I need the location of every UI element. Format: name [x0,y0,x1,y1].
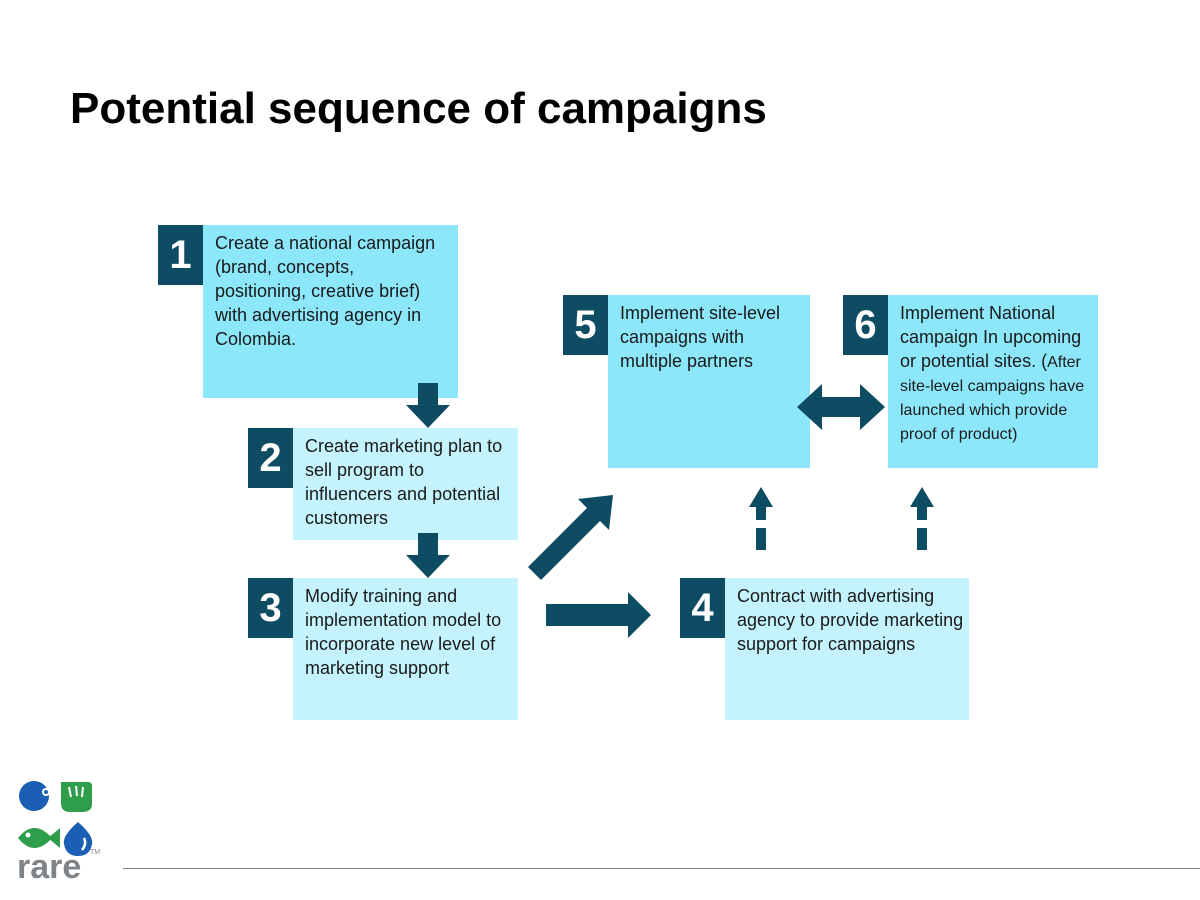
step-5-box: Implement site-level campaigns with mult… [608,295,810,468]
diagonal-arrow-3-5 [528,495,613,580]
logo-wordmark: rare [17,848,82,886]
step-2-badge: 2 [248,428,293,488]
right-arrow-3-4 [546,592,651,638]
page-title: Potential sequence of campaigns [70,84,767,133]
step-4-box: Contract with advertising agency to prov… [725,578,969,720]
step-6-badge: 6 [843,295,888,355]
step-1-text: Create a national campaign (brand, conce… [215,233,436,349]
double-arrow-5-6 [797,384,885,430]
logo-trademark: TM [90,849,101,856]
footer-divider [123,868,1200,869]
step-4-text: Contract with advertising agency to prov… [737,586,964,654]
step-3-text: Modify training and implementation model… [305,586,502,678]
step-4-badge: 4 [680,578,725,638]
step-5-badge: 5 [563,295,608,355]
step-6-text-main: Implement National campaign In upcoming … [900,303,1082,371]
step-1-badge: 1 [158,225,203,285]
step-1-box: Create a national campaign (brand, conce… [203,225,458,398]
step-2-text: Create marketing plan to sell program to… [305,436,503,528]
step-5-text: Implement site-level campaigns with mult… [620,303,781,371]
rare-logo [18,781,93,856]
step-2-box: Create marketing plan to sell program to… [293,428,518,540]
step-6-box: Implement National campaign In upcoming … [888,295,1098,468]
step-6-text-note: After site-level campaigns have launched… [900,354,1085,443]
step-3-badge: 3 [248,578,293,638]
dashed-up-arrow-4-5 [749,487,773,550]
logo-head-icon [19,781,49,811]
dashed-up-arrow-4-6 [910,487,934,550]
step-3-box: Modify training and implementation model… [293,578,518,720]
logo-fish-icon [18,828,52,848]
step-6-text: Implement National campaign In upcoming … [900,301,1094,445]
